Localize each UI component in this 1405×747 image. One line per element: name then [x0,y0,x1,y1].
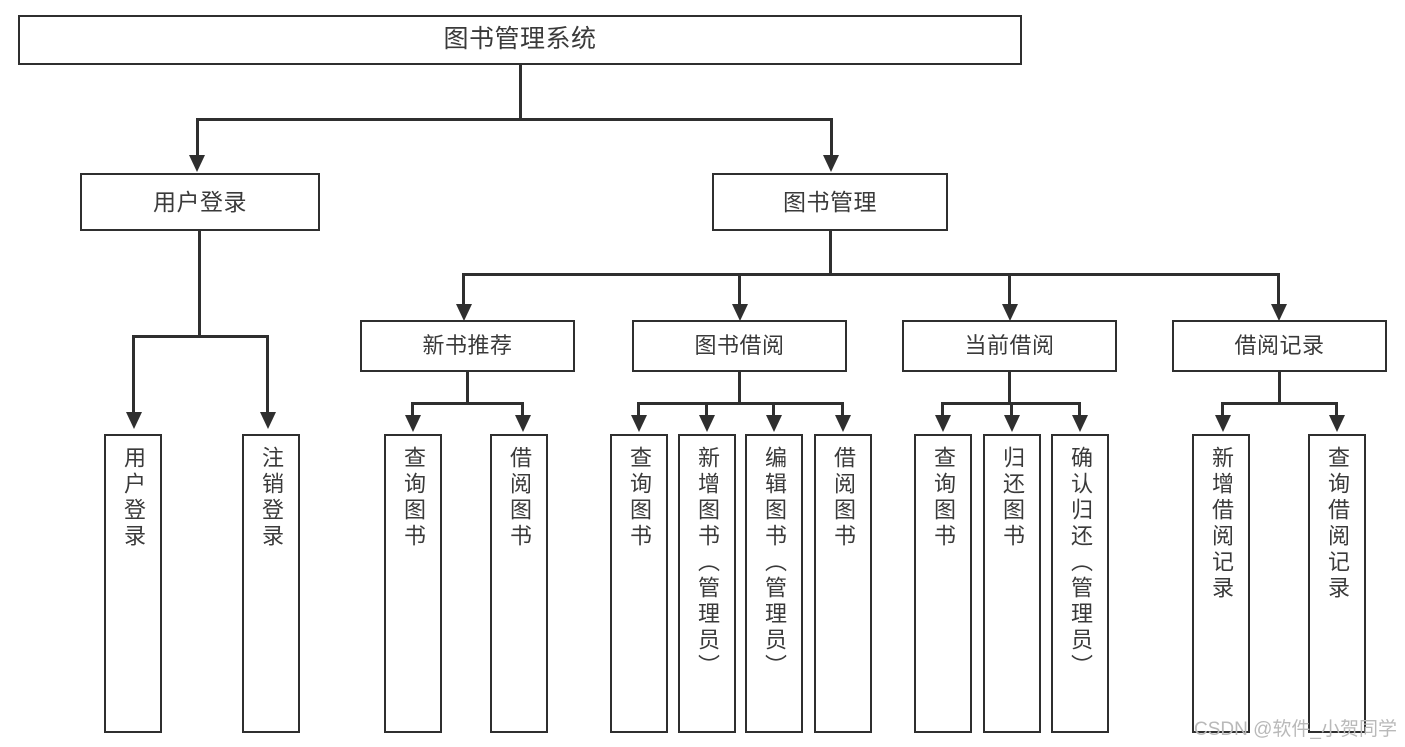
edge-to-new-book [462,273,465,307]
arrowhead-leaf-logout [260,412,276,429]
arrowhead-leaf-query-book-2 [631,415,647,432]
edge-current-borrow-branch-1 [941,402,944,418]
node-label: 新增借阅记录 [1209,446,1234,602]
edge-level3-bus [462,273,1280,276]
arrowhead-leaf-borrow-book-2 [835,415,851,432]
node-label: 查询借阅记录 [1325,446,1350,602]
node-label: 图书管理 [783,188,877,215]
edge-new-book-branch-2 [521,402,524,418]
edge-user-login-branch-1 [132,335,135,415]
node-label: 借阅记录 [1234,333,1325,359]
edge-book-borrow-branch-2 [705,402,708,418]
node-label: 借阅图书 [507,446,532,550]
arrowhead-book-borrow [732,304,748,321]
arrowhead-current-borrow [1002,304,1018,321]
node-label: 用户登录 [121,446,146,550]
edge-new-book-trunk [466,372,469,402]
arrowhead-leaf-add-book [699,415,715,432]
arrowhead-borrow-record [1271,304,1287,321]
edge-root-bus [196,118,833,121]
node-label: 当前借阅 [964,333,1055,359]
arrowhead-leaf-query-book-1 [405,415,421,432]
edge-new-book-bus [411,402,524,405]
arrowhead-user-login [189,155,205,172]
edge-to-borrow-record [1277,273,1280,307]
node-label: 查询图书 [627,446,652,550]
edge-user-login-trunk [198,231,201,335]
node-user-login[interactable]: 用户登录 [80,173,320,231]
arrowhead-leaf-user-login [126,412,142,429]
arrowhead-leaf-edit-book [766,415,782,432]
node-label: 新增图书（管理员） [695,446,720,680]
leaf-confirm-return[interactable]: 确认归还（管理员） [1051,434,1109,733]
arrowhead-new-book [456,304,472,321]
node-book-management[interactable]: 图书管理 [712,173,948,231]
leaf-add-book[interactable]: 新增图书（管理员） [678,434,736,733]
node-label: 查询图书 [931,446,956,550]
arrowhead-leaf-borrow-book-1 [515,415,531,432]
leaf-edit-book[interactable]: 编辑图书（管理员） [745,434,803,733]
node-borrow-record[interactable]: 借阅记录 [1172,320,1387,372]
leaf-query-borrow-record[interactable]: 查询借阅记录 [1308,434,1366,733]
node-label: 归还图书 [1000,446,1025,550]
arrowhead-leaf-return-book [1004,415,1020,432]
edge-user-login-branch-2 [266,335,269,415]
edge-book-borrow-branch-4 [841,402,844,418]
edge-to-user-login [196,118,199,158]
edge-to-book-manage [830,118,833,158]
node-label: 新书推荐 [422,333,513,359]
edge-borrow-record-trunk [1278,372,1281,402]
node-new-book-recommend[interactable]: 新书推荐 [360,320,575,372]
arrowhead-leaf-add-record [1215,415,1231,432]
node-label: 编辑图书（管理员） [762,446,787,680]
leaf-query-book-recommend[interactable]: 查询图书 [384,434,442,733]
edge-borrow-record-bus [1221,402,1338,405]
leaf-borrow-book[interactable]: 借阅图书 [814,434,872,733]
node-label: 确认归还（管理员） [1068,446,1093,680]
leaf-query-book-borrow[interactable]: 查询图书 [610,434,668,733]
edge-book-borrow-trunk [738,372,741,402]
edge-root-trunk [519,65,522,118]
arrowhead-leaf-query-book-3 [935,415,951,432]
arrowhead-leaf-confirm-return [1072,415,1088,432]
edge-book-borrow-branch-1 [637,402,640,418]
leaf-logout[interactable]: 注销登录 [242,434,300,733]
arrowhead-leaf-query-record [1329,415,1345,432]
edge-to-book-borrow [738,273,741,307]
edge-book-borrow-branch-3 [772,402,775,418]
edge-book-manage-trunk [829,231,832,273]
edge-to-current-borrow [1008,273,1011,307]
leaf-add-borrow-record[interactable]: 新增借阅记录 [1192,434,1250,733]
edge-book-borrow-bus [637,402,844,405]
edge-current-borrow-branch-3 [1078,402,1081,418]
edge-current-borrow-branch-2 [1010,402,1013,418]
leaf-borrow-book-recommend[interactable]: 借阅图书 [490,434,548,733]
leaf-query-book-current[interactable]: 查询图书 [914,434,972,733]
leaf-user-login[interactable]: 用户登录 [104,434,162,733]
edge-user-login-bus [132,335,269,338]
node-label: 图书借阅 [694,333,785,359]
edge-new-book-branch-1 [411,402,414,418]
leaf-return-book[interactable]: 归还图书 [983,434,1041,733]
node-label: 查询图书 [401,446,426,550]
node-root-system[interactable]: 图书管理系统 [18,15,1022,65]
arrowhead-book-manage [823,155,839,172]
node-label: 注销登录 [259,446,284,550]
node-label: 图书管理系统 [443,25,597,54]
edge-borrow-record-branch-1 [1221,402,1224,418]
node-book-borrow[interactable]: 图书借阅 [632,320,847,372]
node-current-borrow[interactable]: 当前借阅 [902,320,1117,372]
watermark-text: CSDN @软件_小贺同学 [1194,719,1397,740]
node-label: 用户登录 [153,188,247,215]
node-label: 借阅图书 [831,446,856,550]
edge-borrow-record-branch-2 [1335,402,1338,418]
edge-current-borrow-trunk [1008,372,1011,402]
